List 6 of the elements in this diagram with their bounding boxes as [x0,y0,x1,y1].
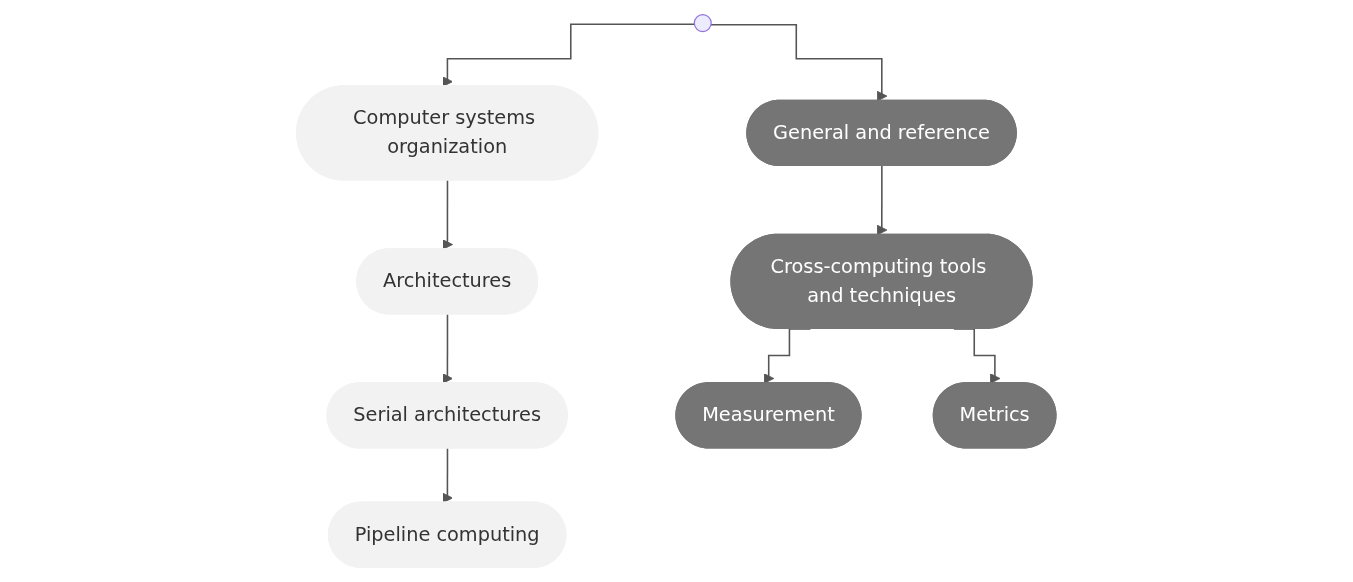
arrow [876,165,888,236]
arrow [442,179,454,250]
arrow [442,447,454,504]
arrow [710,23,888,102]
arrow [442,313,454,384]
arrow [442,23,696,87]
